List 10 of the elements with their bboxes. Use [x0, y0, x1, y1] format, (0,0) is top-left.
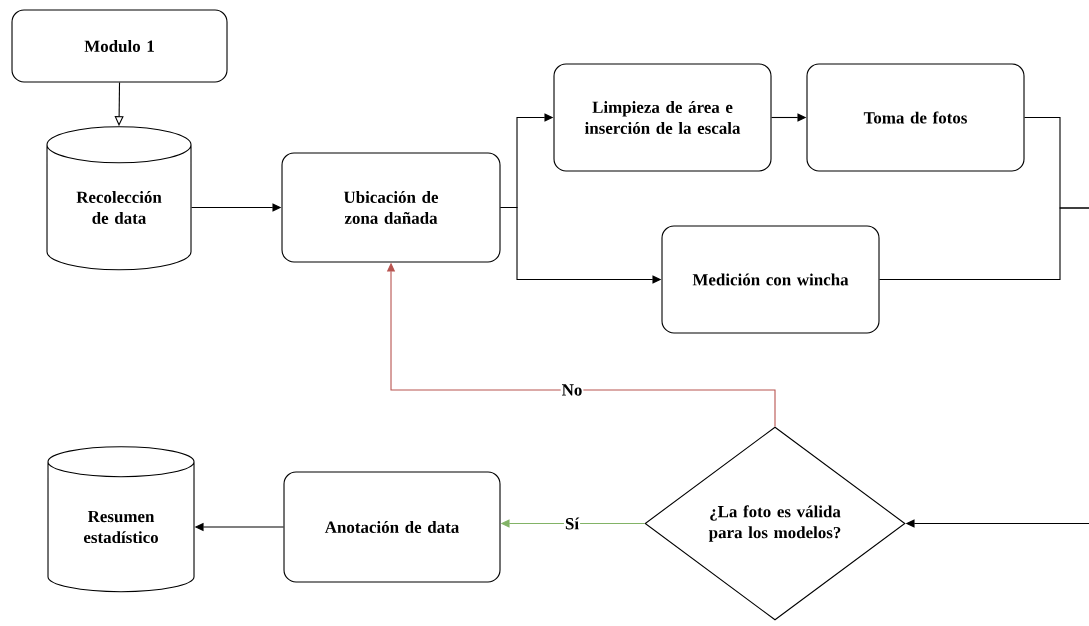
process-box: Medición con wincha: [661, 225, 880, 334]
edge-label: No: [560, 383, 584, 397]
edge-label: Sí: [563, 516, 581, 531]
process-box: Ubicación de zona dañada: [281, 152, 501, 263]
process-box: Anotación de data: [283, 471, 501, 583]
database-cylinder: Resumen estadístico: [47, 446, 195, 593]
database-cylinder: Recolección de data: [46, 126, 192, 271]
process-box: Modulo 1: [11, 9, 228, 83]
process-box: Limpieza de área e inserción de la escala: [553, 63, 772, 172]
process-box: Toma de fotos: [806, 63, 1025, 172]
